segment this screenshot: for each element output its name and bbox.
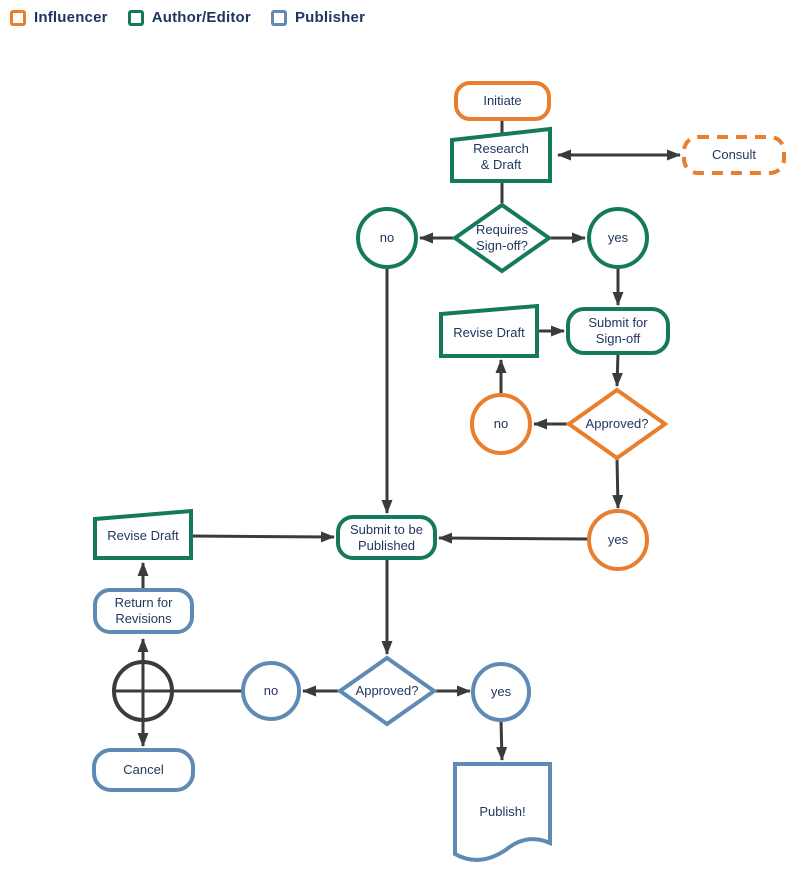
legend-item-publisher: Publisher [270,9,366,26]
return-for-revisions-shape [93,588,194,634]
consult-shape [682,135,786,175]
initiate-shape [454,81,551,121]
publisher-swatch-icon [270,9,287,26]
edge-yes-submitpublish [438,532,590,544]
revise-draft-signoff-shape [439,303,539,358]
edge-yes-publish [496,719,508,761]
legend-label-influencer: Influencer [34,9,108,26]
legend-item-influencer: Influencer [10,9,108,26]
edge-approved-yes [612,457,624,509]
yes-approved-signoff-shape [587,509,649,571]
submit-to-publish-shape [336,515,437,560]
requires-signoff-shape [451,202,553,274]
approved-signoff-shape [565,387,669,461]
edge-submitsignoff-approved [611,352,623,387]
author-editor-swatch-icon [127,9,144,26]
no-approved-signoff-shape [470,393,532,455]
yes-signoff-shape [587,207,649,269]
cancel-shape [92,748,195,792]
edge-revisepublish-submitpublish [190,531,335,543]
legend-label-publisher: Publisher [294,9,366,26]
submit-for-signoff-shape [566,307,670,355]
edges [114,119,681,761]
node-shapes [92,81,786,862]
revise-draft-publish-shape [93,508,193,560]
research-draft-shape [450,126,552,183]
legend: Influencer Author/Editor Publisher [10,9,365,26]
legend-label-author-editor: Author/Editor [151,9,251,26]
influencer-swatch-icon [10,9,26,26]
no-approved-publish-shape [241,661,301,721]
no-signoff-shape [356,207,418,269]
approved-publish-shape [336,655,438,727]
yes-approved-publish-shape [471,662,531,722]
publish-shape [453,762,552,862]
legend-item-author-editor: Author/Editor [127,9,251,26]
